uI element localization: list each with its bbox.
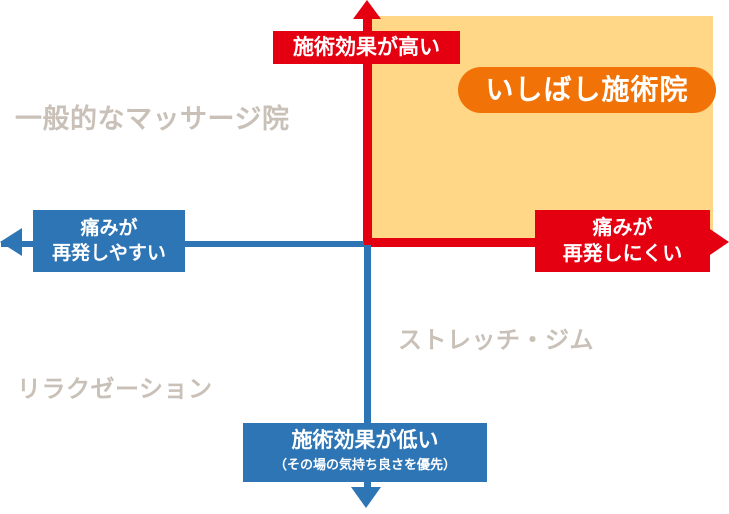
arrow-left-icon xyxy=(0,228,22,256)
axis-label-pain-recurs-line1: 痛みが xyxy=(80,218,138,239)
quadrant-label-stretch-gym: ストレッチ・ジム xyxy=(398,327,594,354)
clinic-name-badge: いしばし施術院 xyxy=(458,67,716,113)
quadrant-label-general-massage: 一般的なマッサージ院 xyxy=(15,104,290,134)
quadrant-label-relaxation: リラクゼーション xyxy=(17,376,213,403)
arrow-up-icon xyxy=(353,0,381,19)
axis-label-low-effect-line1: 施術効果が低い xyxy=(291,429,439,452)
axis-label-low-effect: 施術効果が低い （その場の気持ち良さを優先） xyxy=(243,423,487,482)
vertical-axis-lower-line xyxy=(364,245,371,490)
axis-label-pain-not-recur-line2: 再発しにくい xyxy=(562,243,683,265)
axis-label-pain-recurs-line2: 再発しやすい xyxy=(52,243,166,264)
axis-label-pain-recurs: 痛みが 再発しやすい xyxy=(33,210,185,272)
arrow-right-icon xyxy=(707,227,729,257)
arrow-down-icon xyxy=(351,487,381,508)
axis-label-pain-not-recur-line1: 痛みが xyxy=(592,217,653,239)
axis-label-pain-not-recur: 痛みが 再発しにくい xyxy=(535,210,710,272)
axis-label-low-effect-line2: （その場の気持ち良さを優先） xyxy=(273,457,456,472)
vertical-axis-upper-line xyxy=(363,13,372,247)
axis-label-high-effect: 施術効果が高い xyxy=(273,31,460,64)
